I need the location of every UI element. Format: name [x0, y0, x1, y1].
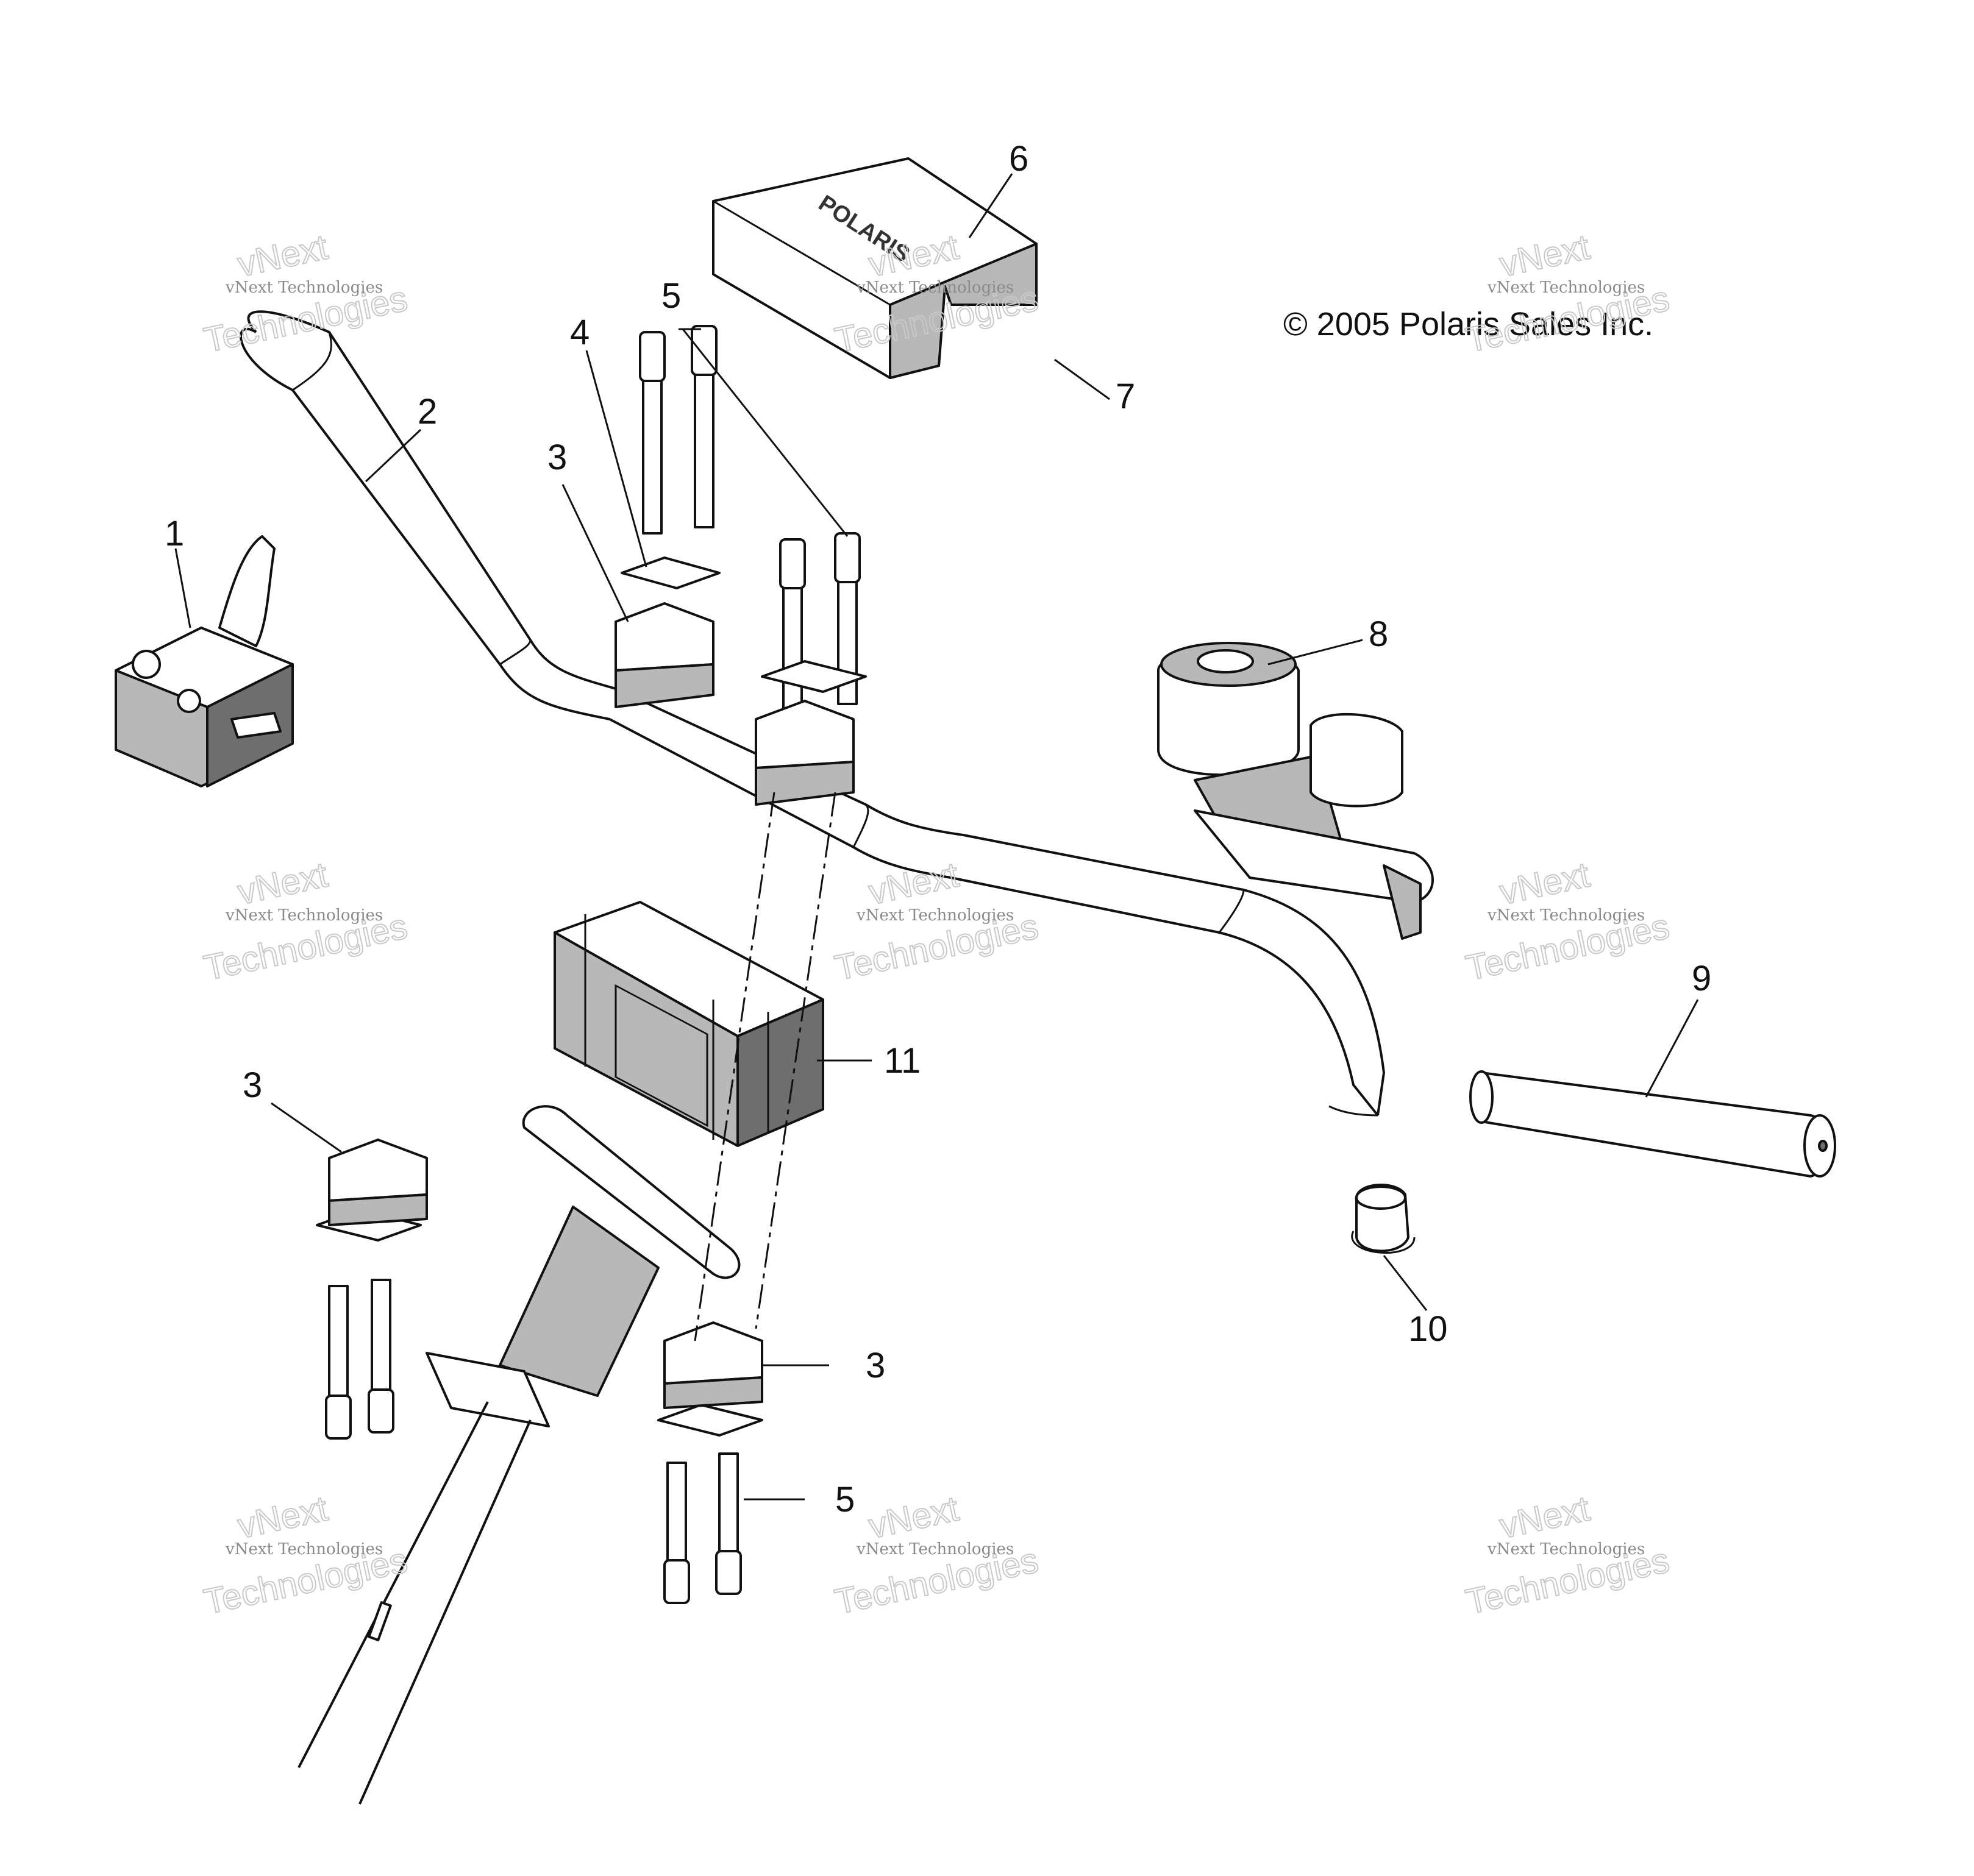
bolts-lower-middle — [663, 1452, 742, 1604]
svg-text:vNext Technologies: vNext Technologies — [856, 906, 1014, 925]
watermark: vNext vNext Technologies Technologies — [200, 1488, 412, 1623]
bolts-upper-right — [779, 532, 861, 711]
callout-9: 9 — [1692, 959, 1711, 998]
svg-text:vNext Technologies: vNext Technologies — [225, 1540, 383, 1558]
svg-text:vNext Technologies: vNext Technologies — [225, 906, 383, 925]
callout-7: 7 — [1116, 377, 1135, 416]
copyright-notice: © 2005 Polaris Sales Inc. — [1283, 306, 1653, 343]
watermark: vNext vNext Technologies Technologies — [1462, 855, 1673, 989]
svg-text:vNext: vNext — [1496, 227, 1593, 285]
callout-11: 11 — [884, 1041, 921, 1081]
svg-text:vNext: vNext — [865, 1489, 962, 1546]
steering-post — [298, 1105, 741, 1805]
handlebar — [240, 310, 1386, 1117]
bar-end-plug — [1351, 1184, 1416, 1254]
svg-text:vNext Technologies: vNext Technologies — [225, 279, 383, 297]
leader-lines — [174, 173, 1699, 1501]
svg-text:vNext: vNext — [1496, 855, 1593, 912]
watermark: vNext vNext Technologies Technologies — [1462, 1488, 1673, 1623]
callout-3: 3 — [547, 438, 567, 477]
svg-text:vNext Technologies: vNext Technologies — [1487, 279, 1645, 297]
callout-10: 10 — [1408, 1309, 1448, 1349]
svg-text:vNext Technologies: vNext Technologies — [1487, 1540, 1645, 1558]
master-cylinder — [1157, 642, 1434, 940]
svg-text:vNext Technologies: vNext Technologies — [856, 279, 1014, 297]
riser-block — [554, 901, 824, 1147]
svg-text:vNext: vNext — [234, 227, 331, 285]
callout-5-lower: 5 — [835, 1480, 855, 1519]
callout-1: 1 — [165, 514, 184, 553]
watermark: vNext vNext Technologies Technologies — [831, 1488, 1042, 1623]
callout-3-lower-left: 3 — [243, 1065, 262, 1105]
watermark: vNext vNext Technologies Technologies — [200, 855, 412, 989]
svg-text:vNext: vNext — [234, 855, 331, 912]
clamps — [328, 602, 855, 1409]
callout-4: 4 — [570, 313, 590, 352]
callout-8: 8 — [1369, 614, 1388, 654]
callout-6: 6 — [1009, 139, 1028, 179]
callout-5: 5 — [661, 276, 681, 316]
svg-text:vNext: vNext — [1496, 1489, 1593, 1546]
bolts-lower-left — [325, 1279, 394, 1440]
callout-numbers: 1 2 3 4 5 6 7 8 9 10 11 3 3 5 — [165, 139, 1711, 1519]
callout-3-lower-right: 3 — [866, 1346, 885, 1385]
watermarks: vNext vNext Technologies Technologies vN… — [200, 227, 1673, 1623]
svg-text:vNext Technologies: vNext Technologies — [1487, 906, 1645, 925]
callout-2: 2 — [418, 392, 437, 432]
hand-grip — [1469, 1070, 1836, 1178]
watermark: vNext vNext Technologies Technologies — [200, 227, 412, 361]
bar-pad-cover: POLARIS — [712, 157, 1038, 379]
throttle-control — [115, 535, 294, 787]
watermark: vNext vNext Technologies Technologies — [831, 855, 1042, 989]
svg-text:vNext: vNext — [865, 855, 962, 912]
bolts-upper-left — [639, 325, 718, 535]
svg-text:vNext: vNext — [234, 1489, 331, 1546]
svg-text:vNext Technologies: vNext Technologies — [856, 1540, 1014, 1558]
